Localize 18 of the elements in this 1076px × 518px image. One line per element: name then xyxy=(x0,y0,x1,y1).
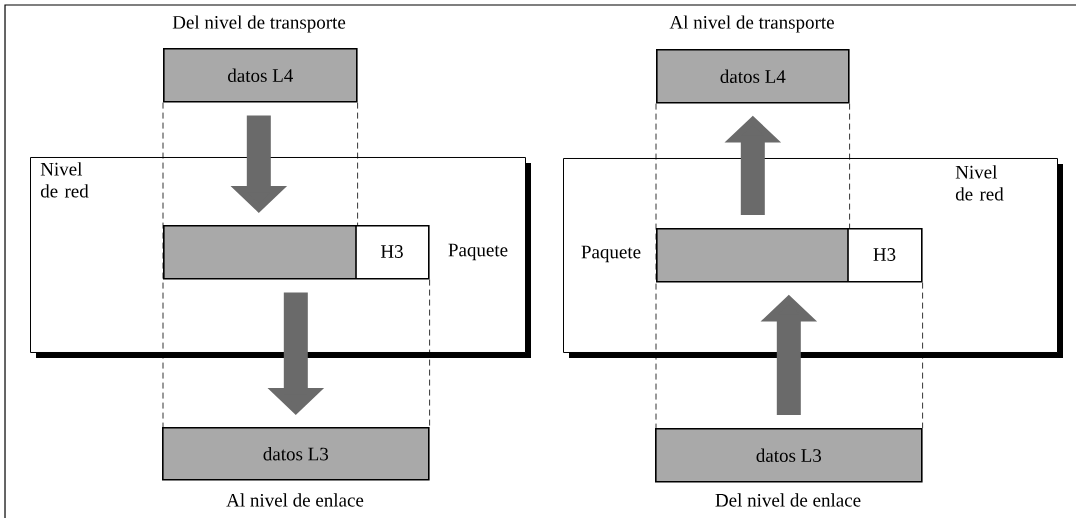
data-box: datos L3 xyxy=(655,428,923,483)
guide-line xyxy=(357,102,358,226)
guide-line xyxy=(162,102,164,428)
guide-line xyxy=(922,282,923,429)
data-box: datos L3 xyxy=(162,427,430,481)
data-box: datos L4 xyxy=(656,49,850,104)
beside-label: Del nivel de enlace xyxy=(715,493,861,507)
beside-label: Paquete xyxy=(448,243,508,261)
guide-line xyxy=(655,103,657,429)
guide-line xyxy=(429,279,430,428)
data-box: datos L4 xyxy=(163,48,358,103)
guide-line xyxy=(849,103,850,229)
beside-label: Del nivel de transporte xyxy=(172,15,346,33)
packet-box: H3 xyxy=(656,227,923,283)
packet-box: H3 xyxy=(163,224,430,280)
beside-label: Al nivel de enlace xyxy=(226,493,364,507)
beside-label: Paquete xyxy=(581,245,641,263)
beside-label: Al nivel de transporte xyxy=(669,15,834,33)
